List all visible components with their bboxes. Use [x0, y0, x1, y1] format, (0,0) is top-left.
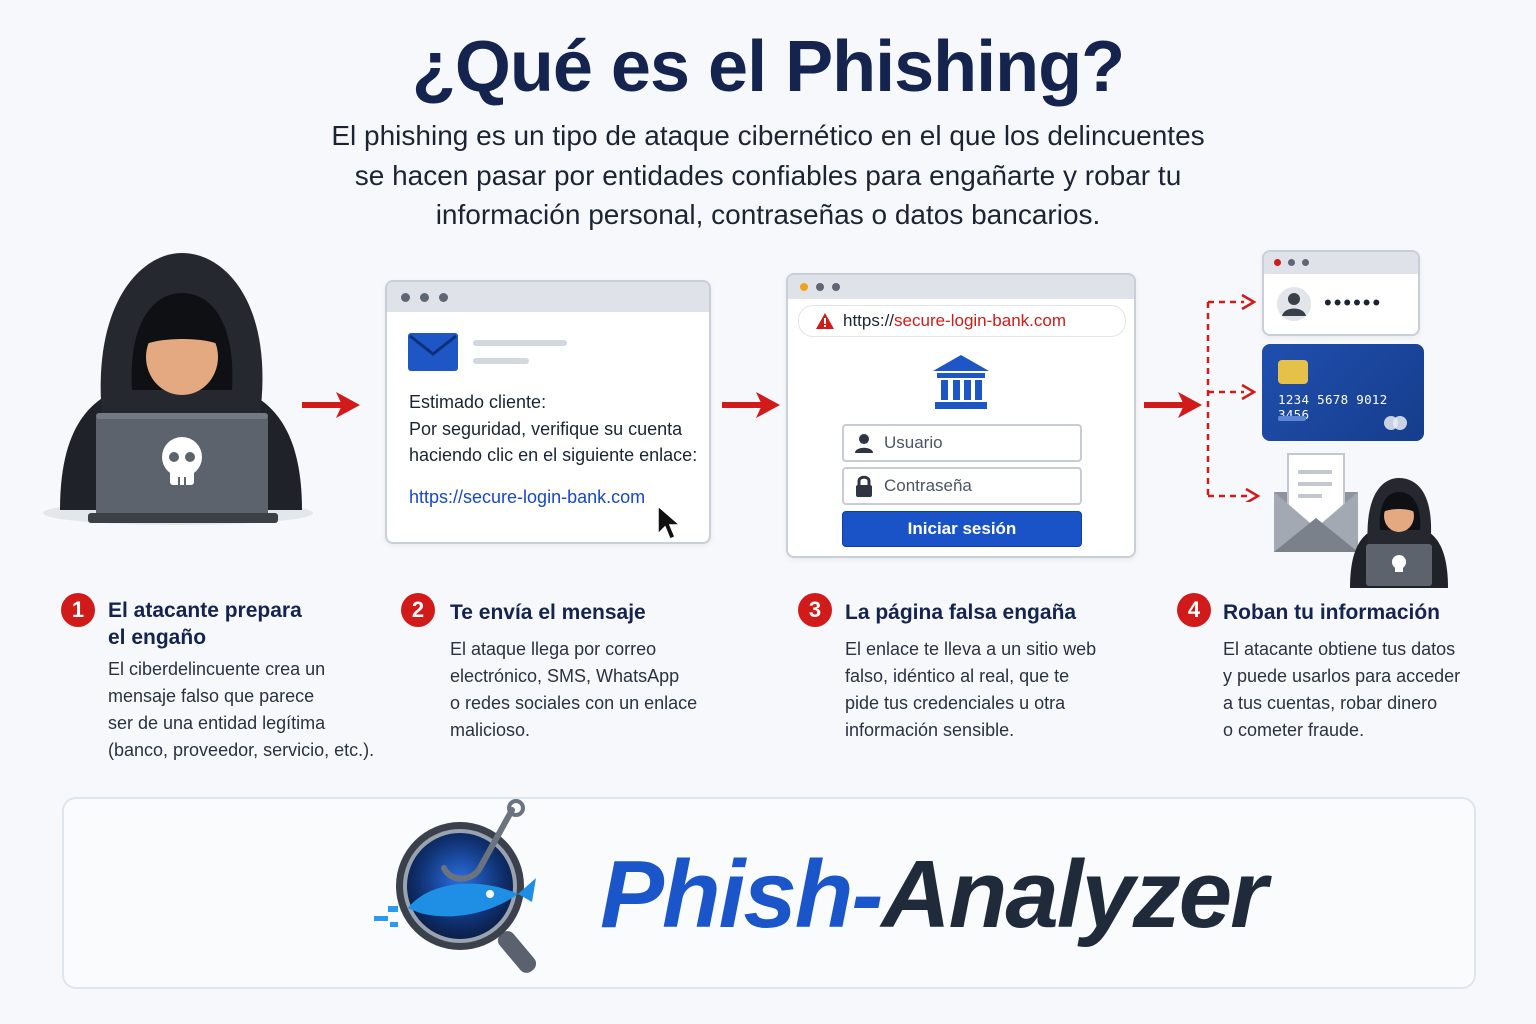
- password-field[interactable]: Contraseña: [842, 467, 1082, 505]
- envelope-icon: [408, 333, 458, 371]
- intro-line-2: se hacen pasar por entidades confiables …: [354, 160, 1182, 191]
- step-title: Te envía el mensaje: [450, 601, 646, 624]
- step-number-badge: 3: [798, 593, 832, 627]
- lock-icon: [856, 475, 872, 497]
- step-title: La página falsa engaña: [845, 601, 1077, 624]
- hacker-icon: [43, 253, 313, 525]
- window-titlebar: [788, 275, 1134, 299]
- password-mask: ••••••: [1324, 290, 1383, 315]
- password-placeholder: Contraseña: [884, 476, 972, 495]
- step-number-badge: 2: [401, 593, 435, 627]
- skull-icon: [162, 437, 202, 485]
- email-body-line-1: Por seguridad, verifique su cuenta: [409, 419, 683, 439]
- stolen-data-envelope-icon: [1274, 453, 1448, 588]
- login-button[interactable]: Iniciar sesión: [842, 511, 1082, 547]
- fake-login-window: https://secure-login-bank.com Usuario Co…: [786, 273, 1136, 558]
- credit-card-icon: 1234 5678 9012 3456: [1262, 344, 1424, 441]
- page-title: ¿Qué es el Phishing?: [411, 27, 1125, 107]
- username-field[interactable]: Usuario: [842, 424, 1082, 462]
- phishing-link[interactable]: https://secure-login-bank.com: [409, 487, 646, 507]
- intro-line-3: información personal, contraseñas o dato…: [435, 199, 1101, 230]
- magnifier-fish-logo-icon: [374, 799, 537, 973]
- email-body-line-2: haciendo clic en el siguiente enlace:: [409, 445, 698, 465]
- username-placeholder: Usuario: [884, 433, 943, 452]
- mouse-cursor-icon: [657, 504, 683, 540]
- url-prefix: https://: [843, 311, 895, 330]
- arrow-right-icon: [722, 392, 780, 418]
- warning-icon: [816, 313, 834, 329]
- url-domain: secure-login-bank.com: [894, 311, 1066, 330]
- address-bar[interactable]: https://secure-login-bank.com: [798, 305, 1126, 337]
- step-number-badge: 4: [1177, 593, 1211, 627]
- arrow-right-icon: [302, 392, 360, 418]
- arrow-right-icon: [1144, 392, 1202, 418]
- window-titlebar: [387, 282, 709, 312]
- brand-banner: [62, 797, 1476, 989]
- dashed-connector: [1206, 293, 1260, 502]
- email-greeting: Estimado cliente:: [409, 392, 547, 412]
- intro-line-1: El phishing es un tipo de ataque ciberné…: [331, 120, 1205, 151]
- user-icon: [855, 434, 873, 453]
- email-window: Estimado cliente: Por seguridad, verifiq…: [385, 280, 711, 544]
- stolen-credentials-window: ••••••: [1262, 250, 1420, 336]
- step-title: Roban tu información: [1223, 601, 1440, 624]
- bank-icon: [933, 355, 989, 409]
- step-number-badge: 1: [61, 593, 95, 627]
- brand-name: Phish-Analyzer: [600, 841, 1268, 948]
- user-icon: [1277, 287, 1311, 321]
